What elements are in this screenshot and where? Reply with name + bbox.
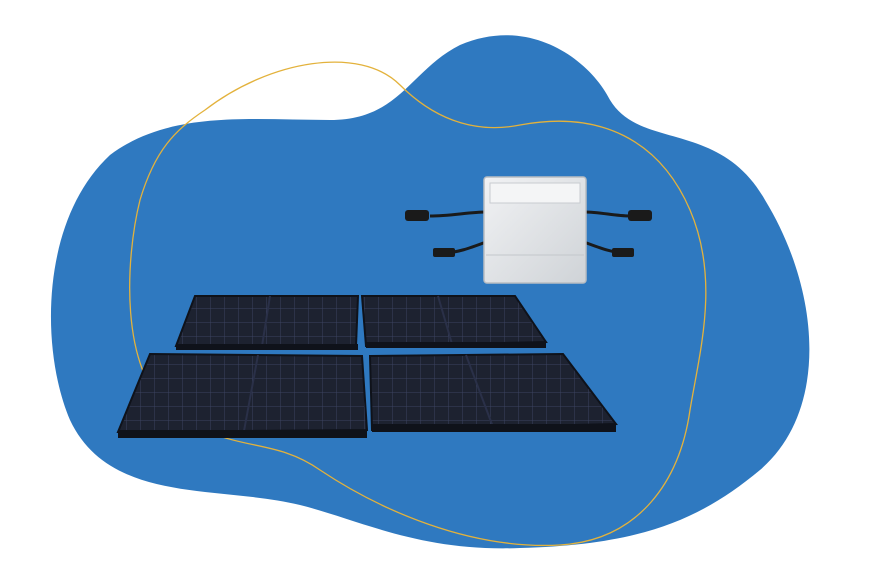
solar-panel-front-left	[116, 352, 369, 438]
connector-left-bottom	[433, 248, 455, 257]
micro-inverter	[405, 176, 652, 284]
connector-right-bottom	[612, 248, 634, 257]
solar-panel-back-right	[360, 295, 548, 348]
solar-panel-back-left	[174, 295, 360, 350]
connector-left-top	[405, 210, 429, 221]
solar-panel-front-right	[368, 352, 618, 432]
connector-right-top	[628, 210, 652, 221]
decorative-outline	[129, 61, 707, 547]
background-blob	[50, 35, 810, 549]
